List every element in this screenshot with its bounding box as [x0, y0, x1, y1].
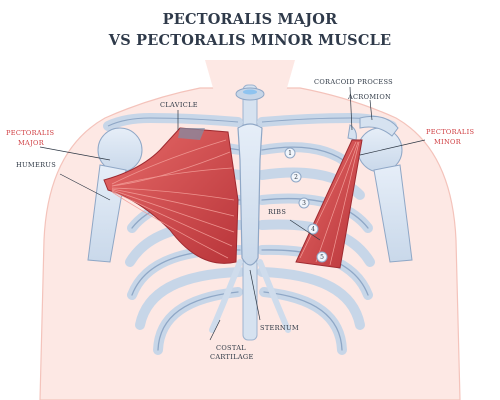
label-coracoid-process: CORACOID PROCESS: [314, 78, 393, 86]
label-pectoralis-minor-1: PECTORALIS: [426, 128, 475, 136]
label-ribs: RIBS: [268, 208, 287, 216]
sternum-bone: [237, 123, 263, 266]
rib-number-1: 1: [288, 150, 292, 157]
pectoralis-minor-muscle: [295, 139, 363, 269]
spinal-canal: [243, 89, 257, 95]
pectoralis-major-fibers: [111, 139, 235, 259]
rib-number-badges: 1 2 3 4 5: [284, 147, 328, 263]
label-costal-2: CARTILAGE: [210, 353, 254, 361]
acromion-shape: [359, 115, 399, 137]
label-pectoralis-major-1: PECTORALIS: [6, 129, 55, 137]
leader-lines: [39, 86, 426, 341]
pectoralis-minor-fibers: [299, 141, 360, 266]
label-pectoralis-major-2: MAJOR: [18, 139, 45, 147]
label-clavicle: CLAVICLE: [160, 101, 198, 109]
label-pectoralis-minor-2: MINOR: [434, 138, 461, 146]
title-line-2: VS PECTORALIS MINOR MUSCLE: [108, 32, 392, 49]
rib-number-2: 2: [294, 174, 298, 181]
costal-cartilage-shape: [209, 259, 291, 333]
label-sternum: STERNUM: [260, 324, 299, 332]
neck: [205, 60, 295, 95]
label-acromion: ACROMION: [348, 93, 392, 101]
rib-number-5: 5: [320, 254, 324, 261]
clavicular-head: [178, 128, 205, 140]
right-humerus-shaft: [373, 164, 413, 263]
label-costal-1: COSTAL: [216, 344, 246, 352]
label-humerus: HUMERUS: [16, 161, 57, 169]
rib-number-4: 4: [311, 226, 315, 233]
rib-number-3: 3: [302, 200, 306, 207]
title-line-1: PECTORALIS MAJOR: [162, 11, 338, 28]
